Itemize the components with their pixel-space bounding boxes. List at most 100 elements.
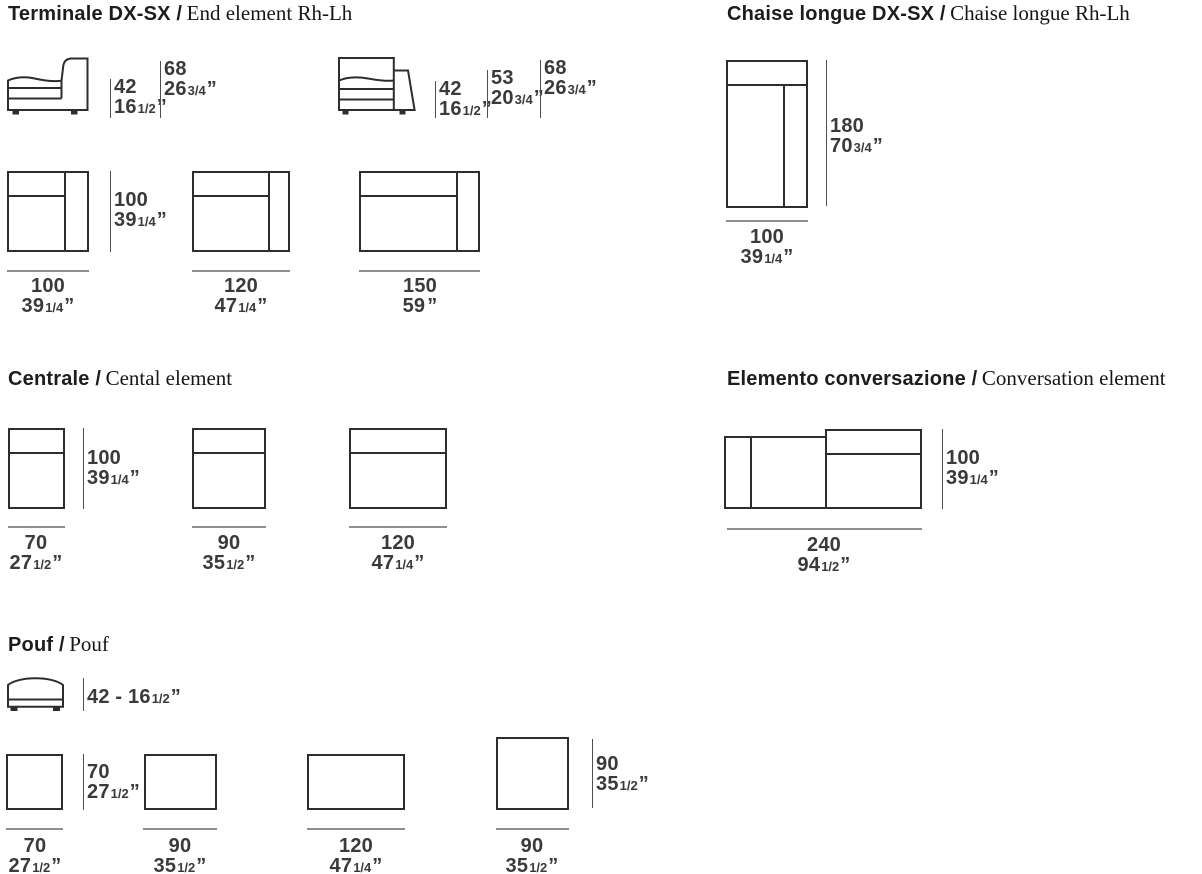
inch-value: 59 [402, 295, 426, 317]
inch-mark: ” [872, 135, 883, 157]
width-label: 100 391/4” [717, 227, 817, 269]
inch-mark: ” [257, 295, 268, 317]
cm-value: 100 [750, 226, 784, 248]
dim-cm-row: 120 [348, 533, 448, 553]
inch-fraction: 1/2 [226, 557, 245, 572]
dim-cm-row: 70 [0, 533, 86, 553]
dim-inch-row: 471/4” [306, 856, 406, 874]
plan-view-end-element-120 [192, 171, 290, 252]
inch-mark: ” [586, 77, 597, 99]
dim-label-plan-depth: 90 351/2” [596, 754, 649, 796]
dim-cm-row: 90 [596, 754, 649, 774]
width-label: 70 271/2” [0, 533, 86, 575]
inch-value: 39 [87, 467, 110, 489]
dim-inch-row: 471/4” [191, 296, 291, 318]
section-title-terminale: Terminale DX-SX / End element Rh-Lh [8, 1, 352, 28]
dim-inch-row: 59” [370, 296, 470, 318]
plan-view-pouf-120 [307, 754, 405, 810]
inch-mark: ” [840, 554, 851, 576]
width-label: 90 351/2” [179, 533, 279, 575]
cm-value: 120 [339, 835, 373, 857]
section-title-english: Pouf [69, 632, 109, 656]
cm-value: 68 [544, 57, 567, 79]
cm-value: 100 [31, 275, 65, 297]
dim-label-plan-depth: 100 391/4” [87, 448, 140, 490]
inch-value: 27 [8, 855, 32, 874]
dim-label-plan-depth: 100 391/4” [946, 448, 999, 490]
armrest-line [64, 173, 66, 250]
inch-fraction: 1/4 [238, 300, 257, 315]
inch-fraction: 1/4 [969, 472, 988, 487]
dim-cm-row: 70 [87, 762, 140, 782]
dimension-line [83, 678, 84, 711]
plan-view-end-element-100 [7, 171, 89, 252]
dim-cm-row: 150 [370, 276, 470, 296]
inch-value: 47 [214, 295, 238, 317]
width-baseline [349, 526, 447, 528]
inch-mark: ” [52, 552, 63, 574]
inch-fraction: 1/2 [32, 860, 51, 874]
inch-mark: ” [372, 855, 383, 874]
section-title-english: Conversation element [981, 366, 1166, 390]
inch-fraction: 1/4 [353, 860, 372, 874]
inch-value: 70 [830, 135, 853, 157]
inch-fraction: 1/2 [137, 101, 156, 116]
dim-cm-row: 100 [946, 448, 999, 468]
inch-value: 27 [9, 552, 33, 574]
section-title-italian: Elemento conversazione / [727, 368, 978, 390]
inch-value: 35 [596, 773, 619, 795]
dim-label-seat-height: 42 161/2” [439, 79, 492, 121]
inch-mark: ” [156, 209, 167, 231]
backrest-line [194, 452, 264, 454]
inch-mark: ” [638, 773, 649, 795]
inch-fraction: 1/2 [33, 557, 52, 572]
width-baseline [7, 270, 89, 272]
dim-inch-row: 263/4” [544, 78, 597, 100]
backrest-line [10, 452, 63, 454]
dimension-line [83, 428, 84, 509]
range-separator: - [109, 686, 129, 708]
armrest-line [783, 86, 785, 206]
inch-mark: ” [156, 96, 167, 118]
width-baseline [192, 526, 266, 528]
inch-value: 35 [505, 855, 529, 874]
inch-mark: ” [548, 855, 559, 874]
dim-cm-row: 120 [191, 276, 291, 296]
dim-inch-row: 271/2” [0, 553, 86, 575]
armrest-line [268, 173, 270, 250]
inch-fraction: 1/2 [151, 691, 170, 706]
inch-fraction: 1/4 [110, 472, 129, 487]
section-title-italian: Terminale DX-SX / [8, 3, 183, 25]
dim-label-arm-height: 53 203/4” [491, 68, 544, 110]
plan-view-end-element-150 [359, 171, 480, 252]
width-baseline [6, 828, 63, 830]
cm-value: 100 [87, 447, 121, 469]
backrest-line [827, 453, 920, 455]
plan-view-pouf-70 [6, 754, 63, 810]
plan-view-conversation-left [724, 436, 827, 509]
dim-cm-row: 42 [114, 77, 167, 97]
section-title-italian: Chaise longue DX-SX / [727, 3, 946, 25]
inch-value: 94 [797, 554, 821, 576]
width-label: 90 351/2” [130, 836, 230, 874]
dim-inch-row: 941/2” [774, 555, 874, 577]
inch-value: 16 [114, 96, 137, 118]
dimension-line [942, 429, 943, 509]
cm-value: 240 [807, 534, 841, 556]
cm-value: 100 [114, 189, 148, 211]
dim-inch-row: 203/4” [491, 88, 544, 110]
inch-value: 39 [740, 246, 764, 268]
inch-fraction: 3/4 [567, 82, 586, 97]
cm-value: 42 [114, 76, 137, 98]
inch-fraction: 3/4 [514, 92, 533, 107]
inch-mark: ” [64, 295, 75, 317]
cm-value: 42 [87, 686, 110, 708]
dim-inch-row: 351/2” [130, 856, 230, 874]
inch-mark: ” [129, 467, 140, 489]
section-title-chaise-longue: Chaise longue DX-SX / Chaise longue Rh-L… [727, 1, 1130, 28]
inch-value: 47 [329, 855, 353, 874]
cm-value: 100 [946, 447, 980, 469]
inch-mark: ” [206, 78, 217, 100]
inch-value: 16 [128, 686, 151, 708]
inch-value: 39 [114, 209, 137, 231]
